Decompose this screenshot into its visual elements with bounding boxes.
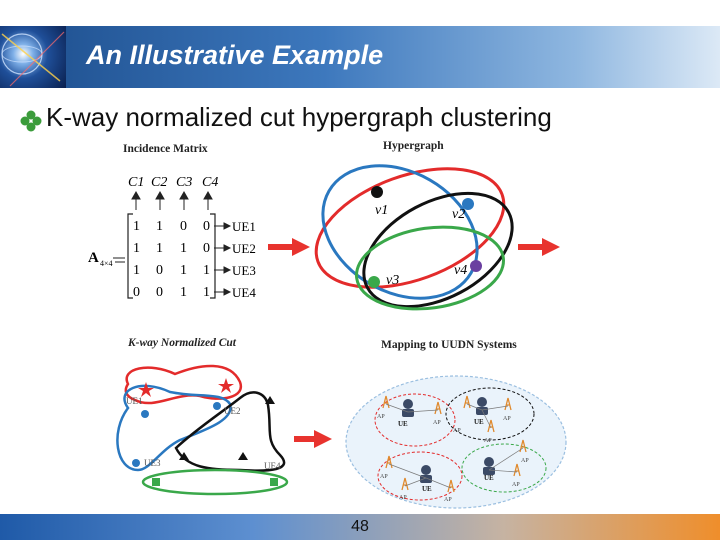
row-label: UE2 (232, 241, 256, 256)
matrix-cell: 1 (180, 241, 187, 256)
column-arrows (131, 190, 213, 210)
cluster-black (445, 387, 535, 441)
incidence-matrix: C1 C2 C3 C4 A 4×4 1 1 0 0 1 1 1 0 1 0 1 (88, 175, 256, 300)
system-boundary (345, 375, 567, 509)
vertex-label: v4 (454, 263, 467, 278)
ue-label: UE (422, 485, 432, 493)
page-number: 48 (351, 518, 369, 535)
cluster-red (124, 364, 243, 405)
star-node-icon (218, 378, 234, 393)
matrix-cell: 1 (156, 219, 163, 234)
matrix-cell: 0 (133, 285, 140, 300)
bullet-text: K-way normalized cut hypergraph clusteri… (46, 102, 552, 132)
matrix-cell: 0 (203, 219, 210, 234)
hyperedge-black (362, 191, 514, 309)
globe-logo-icon (0, 26, 66, 88)
cluster-blue (116, 384, 232, 472)
vertex-node (462, 198, 474, 210)
matrix-cell: 1 (180, 263, 187, 278)
cluster-green (461, 443, 547, 493)
ap-label: AP (433, 420, 441, 426)
ap-label: AP (377, 414, 385, 420)
matrix-cell: 1 (180, 285, 187, 300)
matrix-cell: 0 (156, 285, 163, 300)
column-label: C3 (176, 175, 192, 190)
cut-label: UE2 (224, 406, 241, 416)
mapping-title: Mapping to UUDN Systems (381, 339, 517, 351)
row-label: UE4 (232, 285, 256, 300)
cluster-black (174, 391, 286, 472)
diamond-bullet-icon (20, 110, 42, 132)
matrix-cells: 1 1 0 0 1 1 1 0 1 0 1 1 0 0 1 1 (133, 219, 210, 300)
vertex-label: v2 (452, 207, 465, 222)
cut-nodes (132, 378, 278, 486)
ap-label: AP (399, 495, 407, 501)
ap-label: AP (521, 458, 529, 464)
row-label: UE1 (232, 219, 256, 234)
ue-label: UE (474, 418, 484, 426)
hypergraph-title: Hypergraph (383, 140, 444, 152)
right-arrow-icon (294, 430, 332, 448)
right-arrow-icon (268, 238, 310, 256)
cut-label: UE4 (264, 461, 281, 471)
matrix-cell: 1 (156, 241, 163, 256)
matrix-cell: 1 (133, 263, 140, 278)
hypergraph (314, 164, 514, 311)
hyperedge-green (355, 225, 505, 311)
link-lines (385, 403, 524, 489)
matrix-cell: 1 (203, 285, 210, 300)
ap-label: AP (484, 438, 492, 444)
vertex-node (368, 276, 380, 288)
matrix-symbol: A (88, 250, 99, 266)
normalized-cut-diagram (116, 364, 289, 496)
square-node-icon (152, 478, 160, 486)
cluster-red (377, 451, 463, 501)
matrix-subscript: 4×4 (100, 259, 113, 268)
matrix-cell: 1 (203, 263, 210, 278)
hyperedge-red (314, 167, 506, 289)
ap-label: AP (512, 482, 520, 488)
cluster-green (141, 468, 289, 496)
cluster-red (374, 393, 456, 447)
vertex-node (470, 260, 482, 272)
triangle-node-icon (238, 452, 248, 460)
incidence-matrix-title: Incidence Matrix (123, 143, 208, 155)
square-node-icon (270, 478, 278, 486)
footer-bar (0, 514, 720, 540)
ue-label: UE (398, 420, 408, 428)
triangle-node-icon (179, 452, 189, 460)
title-bar (0, 26, 720, 88)
triangle-node-icon (265, 396, 275, 404)
vertex-label: v3 (386, 273, 399, 288)
row-label: UE3 (232, 263, 256, 278)
circle-node (132, 459, 140, 467)
ap-label: AP (453, 428, 461, 434)
ue-label: UE (484, 474, 494, 482)
circle-node (141, 410, 149, 418)
circle-node (213, 402, 221, 410)
ap-label: AP (503, 416, 511, 422)
cut-label: UE1 (126, 396, 143, 406)
uudn-mapping: UE UE UE UE AP AP AP AP AP AP AP AP AP A… (345, 375, 567, 509)
ap-label: AP (444, 497, 452, 503)
matrix-cell: 0 (180, 219, 187, 234)
row-arrows (214, 222, 232, 296)
vertex-node (371, 186, 383, 198)
matrix-cell: 1 (133, 241, 140, 256)
cut-label: UE3 (144, 458, 161, 468)
matrix-cell: 1 (133, 219, 140, 234)
column-label: C4 (202, 175, 218, 190)
slide-title: An Illustrative Example (86, 40, 384, 70)
matrix-cell: 0 (203, 241, 210, 256)
star-node-icon (138, 382, 154, 397)
right-arrow-icon (518, 238, 560, 256)
ap-label: AP (380, 474, 388, 480)
matrix-cell: 0 (156, 263, 163, 278)
column-label: C2 (151, 175, 167, 190)
normalized-cut-title: K-way Normalized Cut (128, 337, 236, 349)
column-label: C1 (128, 175, 144, 190)
vertex-label: v1 (375, 203, 388, 218)
